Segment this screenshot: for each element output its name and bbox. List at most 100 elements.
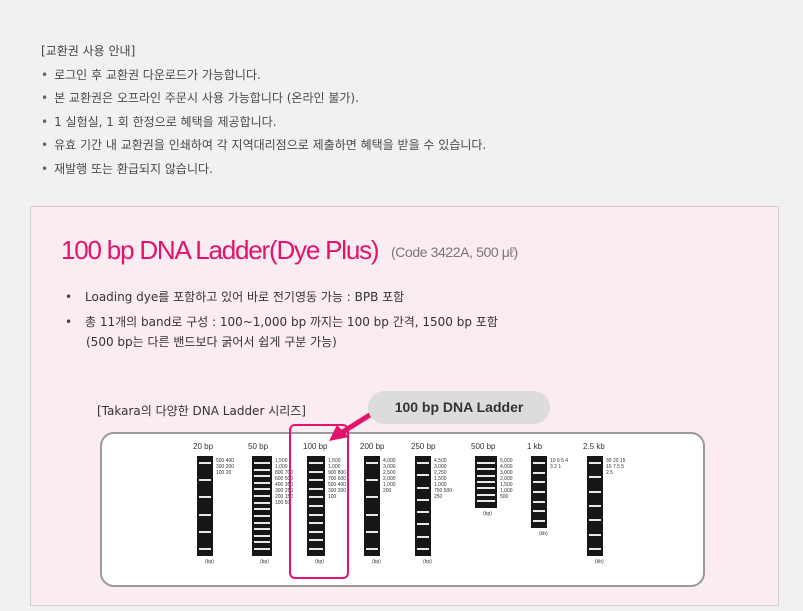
gel-band	[309, 539, 323, 542]
gel-band	[199, 513, 211, 516]
lane-label: 500 bp	[471, 442, 496, 451]
unit-label: (bp)	[423, 559, 432, 565]
gel-band	[417, 511, 429, 514]
gel-lane	[587, 456, 603, 556]
gel-band	[533, 500, 545, 503]
gel-band	[309, 462, 323, 464]
gel-band	[199, 530, 211, 533]
product-panel: 100 bp DNA Ladder(Dye Plus) (Code 3422A,…	[30, 206, 779, 606]
unit-label: (kb)	[595, 559, 604, 565]
lane-label: 200 bp	[360, 442, 385, 451]
gel-band	[254, 508, 270, 511]
gel-band	[417, 462, 429, 464]
arrow-icon	[329, 410, 375, 441]
gel-band	[477, 493, 495, 496]
band-size-labels: 1,500 1,000 800 700 600 500 400 350 300 …	[275, 458, 294, 506]
band-size-labels: 4,500 3,000 2,250 1,500 1,000 750 500 25…	[434, 458, 453, 500]
gel-band	[589, 548, 601, 550]
unit-label: (bp)	[205, 559, 214, 565]
gel-band	[366, 479, 378, 482]
notice-item: 로그인 후 교환권 다운로드가 가능합니다.	[41, 64, 486, 88]
gel-band	[477, 468, 495, 471]
notice-item: 유효 기간 내 교환권을 인쇄하여 각 지역대리점으로 제출하면 혜택을 받을 …	[41, 134, 486, 158]
band-size-labels: 10 6 5 4 3 2 1	[550, 458, 569, 470]
unit-label: (bp)	[315, 559, 324, 565]
bullet-item: Loading dye를 포함하고 있어 바로 전기영동 가능 : BPB 포함	[65, 287, 498, 307]
notice-item: 본 교환권은 오프라인 주문시 사용 가능합니다 (온라인 불가).	[41, 87, 486, 111]
gel-band	[254, 475, 270, 478]
gel-band	[254, 541, 270, 544]
gel-lane	[475, 456, 497, 508]
gel-band	[254, 481, 270, 484]
band-size-labels: 500 400 300 200 100 20	[216, 458, 235, 476]
gel-band	[366, 496, 378, 499]
gel-band	[254, 468, 270, 471]
gel-band	[254, 495, 270, 498]
product-code: (Code 3422A, 500 μℓ)	[391, 244, 518, 260]
unit-label: (bp)	[372, 559, 381, 565]
bullet-subtext: (500 bp는 다른 밴드보다 굵어서 쉽게 구분 가능)	[86, 335, 337, 349]
gel-band	[254, 521, 270, 524]
gel-band	[533, 520, 545, 522]
gel-band	[589, 505, 601, 507]
gel-band	[417, 535, 429, 538]
gel-band	[309, 530, 323, 533]
gel-band	[533, 510, 545, 513]
gel-band	[417, 474, 429, 477]
gel-band	[199, 462, 211, 464]
notice-item: 재발행 또는 환급되지 않습니다.	[41, 158, 486, 182]
lane-label: 20 bp	[193, 442, 214, 451]
ladder-series-label: [Takara의 다양한 DNA Ladder 시리즈]	[97, 404, 306, 418]
gel-band	[477, 481, 495, 483]
lane-label: 250 bp	[411, 442, 436, 451]
lane-label: 100 bp	[303, 442, 328, 451]
notice-section: [교환권 사용 안내] 로그인 후 교환권 다운로드가 가능합니다. 본 교환권…	[41, 40, 486, 181]
lane-label: 50 bp	[248, 442, 269, 451]
unit-label: (bp)	[260, 559, 269, 565]
unit-label: (kb)	[539, 531, 548, 537]
band-size-labels: 1,500 1,000 900 800 700 600 500 400 300 …	[328, 458, 347, 500]
gel-lane	[252, 456, 272, 556]
gel-band	[254, 514, 270, 517]
gel-band	[533, 471, 545, 474]
gel-band	[417, 486, 429, 489]
gel-band	[533, 481, 545, 484]
band-size-labels: 4,000 3,000 2,500 2,000 1,000 200	[383, 458, 396, 494]
gel-band	[254, 534, 270, 537]
gel-band	[309, 487, 323, 490]
bullet-text: 총 11개의 band로 구성 : 100~1,000 bp 까지는 100 b…	[85, 315, 498, 329]
highlight-box	[289, 424, 349, 579]
gel-band	[309, 522, 323, 525]
gel-band	[417, 498, 429, 501]
gel-band	[417, 523, 429, 526]
product-title: 100 bp DNA Ladder(Dye Plus)	[61, 235, 380, 265]
band-size-labels: 30 20 15 10 7.5 5 2.5	[606, 458, 626, 476]
gel-band	[589, 490, 601, 493]
gel-band	[309, 479, 323, 482]
gel-band	[477, 487, 495, 490]
gel-band	[254, 548, 270, 550]
unit-label: (bp)	[483, 511, 492, 517]
gel-band	[254, 462, 270, 464]
gel-band	[366, 462, 378, 464]
gel-band	[199, 548, 211, 550]
gel-band	[589, 533, 601, 536]
gel-band	[309, 505, 323, 507]
notice-item: 1 실험실, 1 회 한정으로 혜택을 제공합니다.	[41, 111, 486, 135]
gel-band	[589, 476, 601, 479]
gel-band	[366, 513, 378, 516]
gel-band	[589, 462, 601, 464]
product-bullets: Loading dye를 포함하고 있어 바로 전기영동 가능 : BPB 포함…	[65, 287, 498, 357]
gel-band	[533, 462, 545, 464]
gel-band	[417, 548, 429, 550]
gel-lane	[415, 456, 431, 556]
gel-band	[589, 519, 601, 522]
gel-band	[309, 470, 323, 473]
notice-heading: [교환권 사용 안내]	[41, 44, 136, 58]
gel-band	[477, 500, 495, 502]
lane-label: 2.5 kb	[583, 442, 605, 451]
gel-band	[254, 488, 270, 491]
band-size-labels: 5,000 4,000 3,000 2,000 1,500 1,000 500	[500, 458, 513, 500]
bullet-item: 총 11개의 band로 구성 : 100~1,000 bp 까지는 100 b…	[65, 312, 498, 352]
